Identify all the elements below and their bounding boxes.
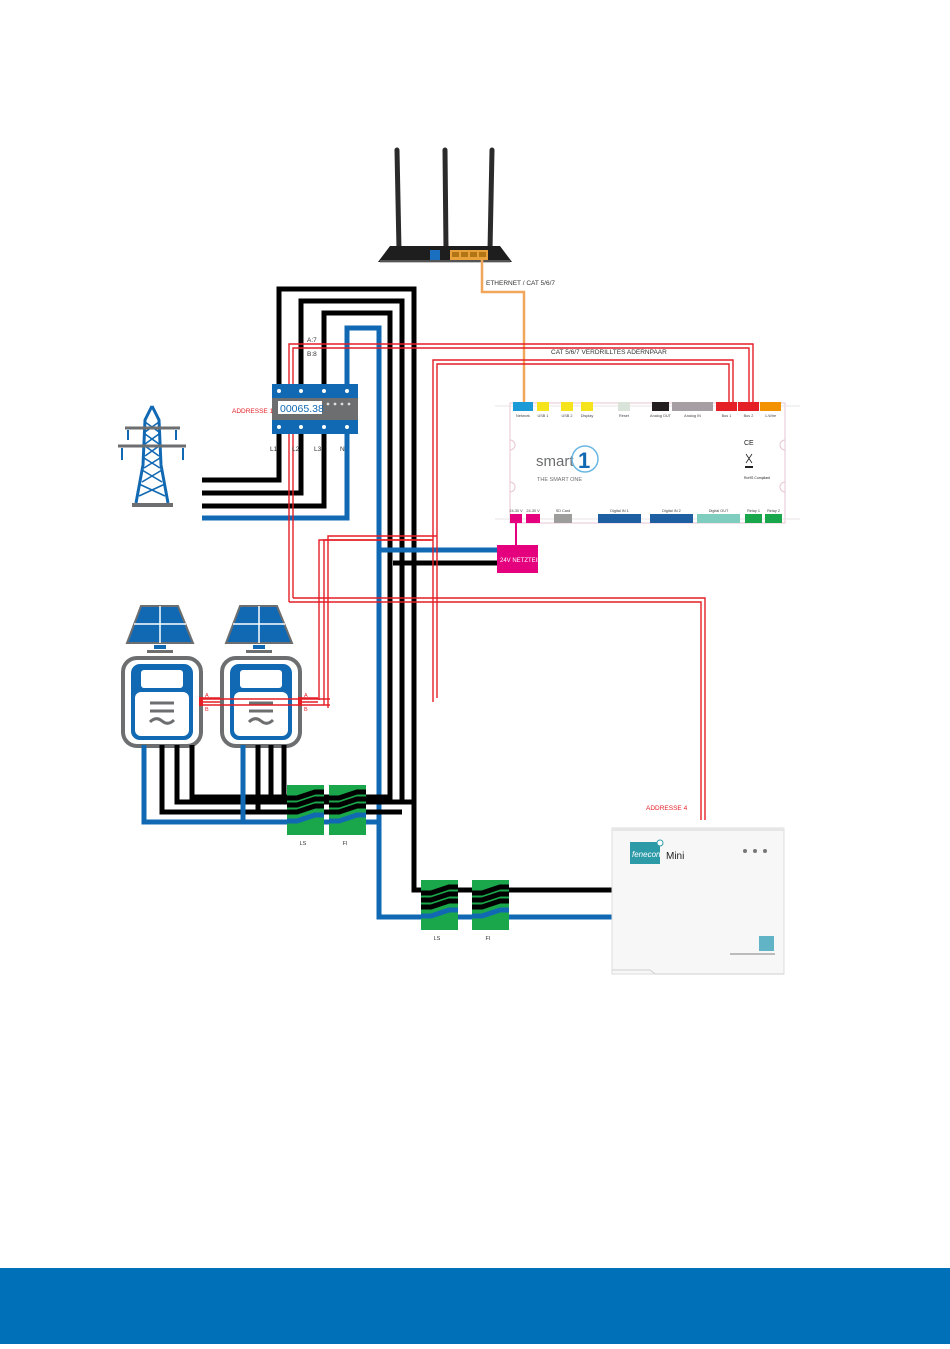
port-bus-2: Bus 2 xyxy=(738,402,759,418)
port-label: Relay 1 xyxy=(747,509,760,513)
cert-ce-icon: CE xyxy=(744,440,754,447)
port-label: Analog OUT xyxy=(650,414,672,418)
router-icon xyxy=(378,147,512,263)
port-label: Reset xyxy=(619,414,630,418)
port-label: Digital IN 2 xyxy=(662,509,681,513)
controller-tagline: THE SMART ONE xyxy=(537,477,582,483)
weee-bin-icon xyxy=(745,453,753,468)
breaker-ls-lower: LS xyxy=(421,880,458,942)
inverter-icon xyxy=(220,656,302,748)
port-relay-1: Relay 1 xyxy=(745,509,762,523)
bus-wires xyxy=(200,343,754,820)
inverter-pin-a: A xyxy=(205,693,209,699)
port-sd-card: SD Card xyxy=(554,509,572,523)
breaker-fi-upper: FI xyxy=(329,785,366,847)
meter-terminal-l1: L1 xyxy=(270,446,278,453)
port-network: Network xyxy=(513,402,533,418)
port-label: 24-30 V xyxy=(526,509,540,513)
footer-bar xyxy=(0,1268,950,1344)
port-label: SD Card xyxy=(556,509,571,513)
port-display: Display xyxy=(581,402,594,418)
pv-inverter-1: AB xyxy=(121,605,209,748)
controller-brand-number: 1 xyxy=(578,448,590,473)
solar-panel-icon xyxy=(224,605,294,653)
port-bus-1: Bus 1 xyxy=(716,402,737,418)
breaker-label: FI xyxy=(343,841,348,847)
bus-label: CAT 5/6/7 VERDRILLTES ADERNPAAR xyxy=(551,349,667,356)
cert-rohs: RoHS Compliant xyxy=(744,476,770,480)
breaker-label: LS xyxy=(434,936,441,942)
port-digital-in-1: Digital IN 1 xyxy=(598,509,641,523)
inverter-icon xyxy=(121,656,203,748)
port-usb-1: USB 1 xyxy=(537,402,549,418)
port-analog-out: Analog OUT xyxy=(650,402,672,418)
meter-terminal-l2: L2 xyxy=(292,446,300,453)
smart1-logo-icon: 1 xyxy=(571,445,599,473)
breaker-fi-lower: FI xyxy=(472,880,509,942)
meter-address-label: ADDRESSE 1 xyxy=(232,408,274,415)
solar-panel-icon xyxy=(125,605,195,653)
port-label: Bus 2 xyxy=(744,414,754,418)
port-label: Network xyxy=(516,414,530,418)
port-label: Digital IN 1 xyxy=(610,509,629,513)
meter-display: 00065.38 xyxy=(280,403,324,415)
port-digital-in-2: Digital IN 2 xyxy=(650,509,693,523)
inverter-pin-a: A xyxy=(304,693,308,699)
power-supply-label: 24V NETZTEIL xyxy=(500,558,541,564)
port-usb-2: USB 2 xyxy=(561,402,573,418)
storage-model: Mini xyxy=(666,851,684,862)
smart1-controller xyxy=(495,402,800,524)
inverter-pin-b: B xyxy=(205,707,209,713)
port-label: 1-Wire xyxy=(765,414,776,418)
energy-meter: 00065.38 xyxy=(272,384,358,434)
bus-pin-a: A:7 xyxy=(307,337,317,344)
bus-pin-b: B:8 xyxy=(307,351,317,358)
port-label: Analog IN xyxy=(684,414,701,418)
port-24-30-v: 24-30 V xyxy=(509,509,523,523)
port-label: Relay 2 xyxy=(767,509,780,513)
port-analog-in: Analog IN xyxy=(672,402,713,418)
port-1-wire: 1-Wire xyxy=(760,402,781,418)
storage-brand: fenecon xyxy=(632,850,661,859)
port-digital-out: Digital OUT xyxy=(697,509,740,523)
controller-brand: smart xyxy=(536,453,574,470)
power-supply: 24V NETZTEIL xyxy=(497,520,541,573)
ethernet-cable xyxy=(480,260,526,402)
port-label: USB 1 xyxy=(538,414,549,418)
breaker-ls-upper: LS xyxy=(287,785,324,847)
port-label: Bus 1 xyxy=(722,414,732,418)
port-label: Digital OUT xyxy=(709,509,729,513)
pv-inverter-2: AB xyxy=(220,605,308,748)
breaker-label: LS xyxy=(300,841,307,847)
power-pylon-icon xyxy=(118,405,186,507)
qr-code-icon xyxy=(759,936,774,951)
inverter-pin-b: B xyxy=(304,707,308,713)
fenecon-mini-storage: fenecon Mini xyxy=(611,827,785,975)
meter-terminal-l3: L3 xyxy=(314,446,322,453)
port-label: USB 2 xyxy=(562,414,573,418)
port-label: 24-30 V xyxy=(509,509,523,513)
meter-terminal-n: N xyxy=(340,446,345,453)
storage-address-label: ADDRESSE 4 xyxy=(646,805,688,812)
port-24-30-v: 24-30 V xyxy=(526,509,540,523)
port-reset: Reset xyxy=(618,402,630,418)
port-label: Display xyxy=(581,414,594,418)
breaker-label: FI xyxy=(486,936,491,942)
ethernet-label: ETHERNET / CAT 5/6/7 xyxy=(486,280,555,287)
port-relay-2: Relay 2 xyxy=(765,509,782,523)
